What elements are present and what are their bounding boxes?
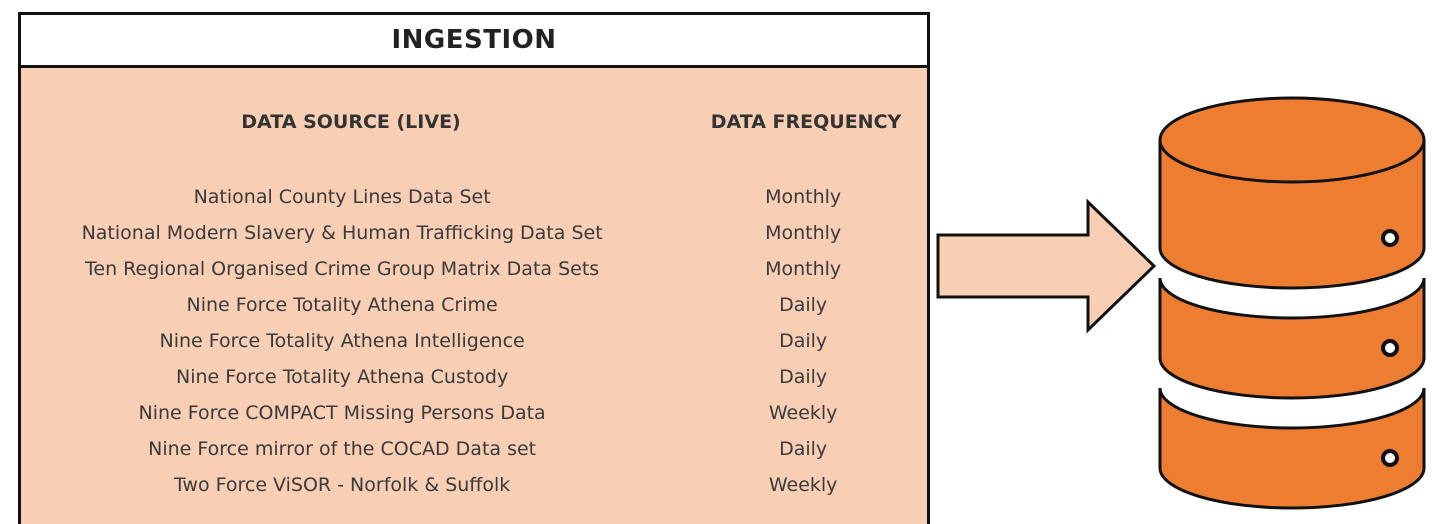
panel-title: INGESTION xyxy=(21,15,927,68)
right-arrow-icon xyxy=(936,198,1157,334)
database-indicator-light xyxy=(1381,449,1399,467)
ingestion-panel: INGESTION DATA SOURCE (LIVE) DATA FREQUE… xyxy=(18,12,930,524)
data-source-name: Nine Force Totality Athena Intelligence xyxy=(159,330,525,352)
list-item: Nine Force COMPACT Missing Persons Data … xyxy=(21,395,927,431)
data-source-name: National Modern Slavery & Human Traffick… xyxy=(81,222,603,244)
data-source-name: Ten Regional Organised Crime Group Matri… xyxy=(85,258,600,280)
data-source-name: Nine Force Totality Athena Crime xyxy=(186,294,498,316)
data-source-name: Two Force ViSOR - Norfolk & Suffolk xyxy=(173,474,511,496)
data-frequency: Daily xyxy=(779,294,828,316)
list-item: Ten Regional Organised Crime Group Matri… xyxy=(21,251,927,287)
arrow-shape xyxy=(936,198,1157,334)
list-item: Nine Force Totality Athena Custody Daily xyxy=(21,359,927,395)
data-frequency: Daily xyxy=(779,330,828,352)
database-indicator-light xyxy=(1381,339,1399,357)
database-bottom-segment xyxy=(1158,387,1426,510)
data-frequency: Daily xyxy=(779,366,828,388)
data-frequency: Monthly xyxy=(765,222,842,244)
database-middle-segment xyxy=(1158,277,1426,400)
list-item: Nine Force Totality Athena Intelligence … xyxy=(21,323,927,359)
data-frequency: Monthly xyxy=(765,186,842,208)
data-source-name: Nine Force Totality Athena Custody xyxy=(175,366,509,388)
list-item: Nine Force mirror of the COCAD Data set … xyxy=(21,431,927,467)
database-indicator-light xyxy=(1381,229,1399,247)
list-item: Two Force ViSOR - Norfolk & Suffolk Week… xyxy=(21,467,927,503)
list-item: National County Lines Data Set Monthly xyxy=(21,179,927,215)
list-item: Nine Force Totality Athena Crime Daily xyxy=(21,287,927,323)
data-frequency: Daily xyxy=(779,438,828,460)
list-item: National Modern Slavery & Human Traffick… xyxy=(21,215,927,251)
data-source-name: Nine Force COMPACT Missing Persons Data xyxy=(138,402,546,424)
database-lid xyxy=(1158,96,1426,184)
data-frequency: Monthly xyxy=(765,258,842,280)
data-source-name: National County Lines Data Set xyxy=(193,186,491,208)
column-header-data-frequency: DATA FREQUENCY xyxy=(710,111,902,133)
data-source-list: National County Lines Data Set Monthly N… xyxy=(21,179,927,503)
database-icon xyxy=(1158,96,1426,510)
data-frequency: Weekly xyxy=(768,402,838,424)
column-header-data-source: DATA SOURCE (LIVE) xyxy=(241,111,461,133)
data-source-name: Nine Force mirror of the COCAD Data set xyxy=(148,438,537,460)
data-frequency: Weekly xyxy=(768,474,838,496)
